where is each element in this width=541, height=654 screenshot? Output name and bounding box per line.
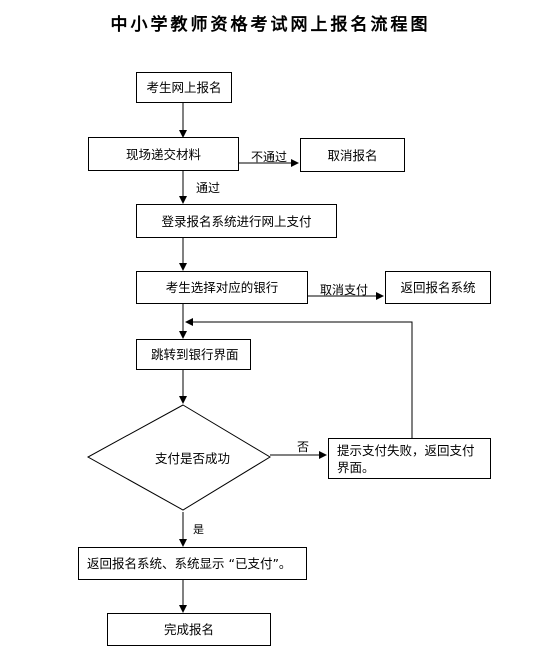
decision-diamond <box>86 404 271 511</box>
node-register-online: 考生网上报名 <box>136 72 232 103</box>
node-cancel-registration: 取消报名 <box>300 138 405 172</box>
page-title: 中小学教师资格考试网上报名流程图 <box>110 15 431 35</box>
node-payment-fail: 提示支付失败，返回支付界面。 <box>328 438 491 479</box>
node-submit-materials: 现场递交材料 <box>88 137 239 171</box>
node-return-system: 返回报名系统 <box>385 271 491 304</box>
edge-label-cancel-payment: 取消支付 <box>320 283 369 297</box>
edge-label-not-pass: 不通过 <box>251 150 288 164</box>
arrow-fail-loop-back <box>185 318 413 438</box>
node-jump-bank: 跳转到银行界面 <box>136 339 251 370</box>
node-complete: 完成报名 <box>107 613 271 646</box>
node-choose-bank: 考生选择对应的银行 <box>136 271 308 304</box>
edge-label-no: 否 <box>297 440 310 454</box>
node-payment-success: 支付是否成功 <box>155 451 231 466</box>
edge-label-pass: 通过 <box>196 181 221 195</box>
edge-label-yes: 是 <box>193 523 204 536</box>
node-login-pay: 登录报名系统进行网上支付 <box>136 204 337 238</box>
node-return-paid: 返回报名系统、系统显示 “已支付”。 <box>78 547 307 580</box>
